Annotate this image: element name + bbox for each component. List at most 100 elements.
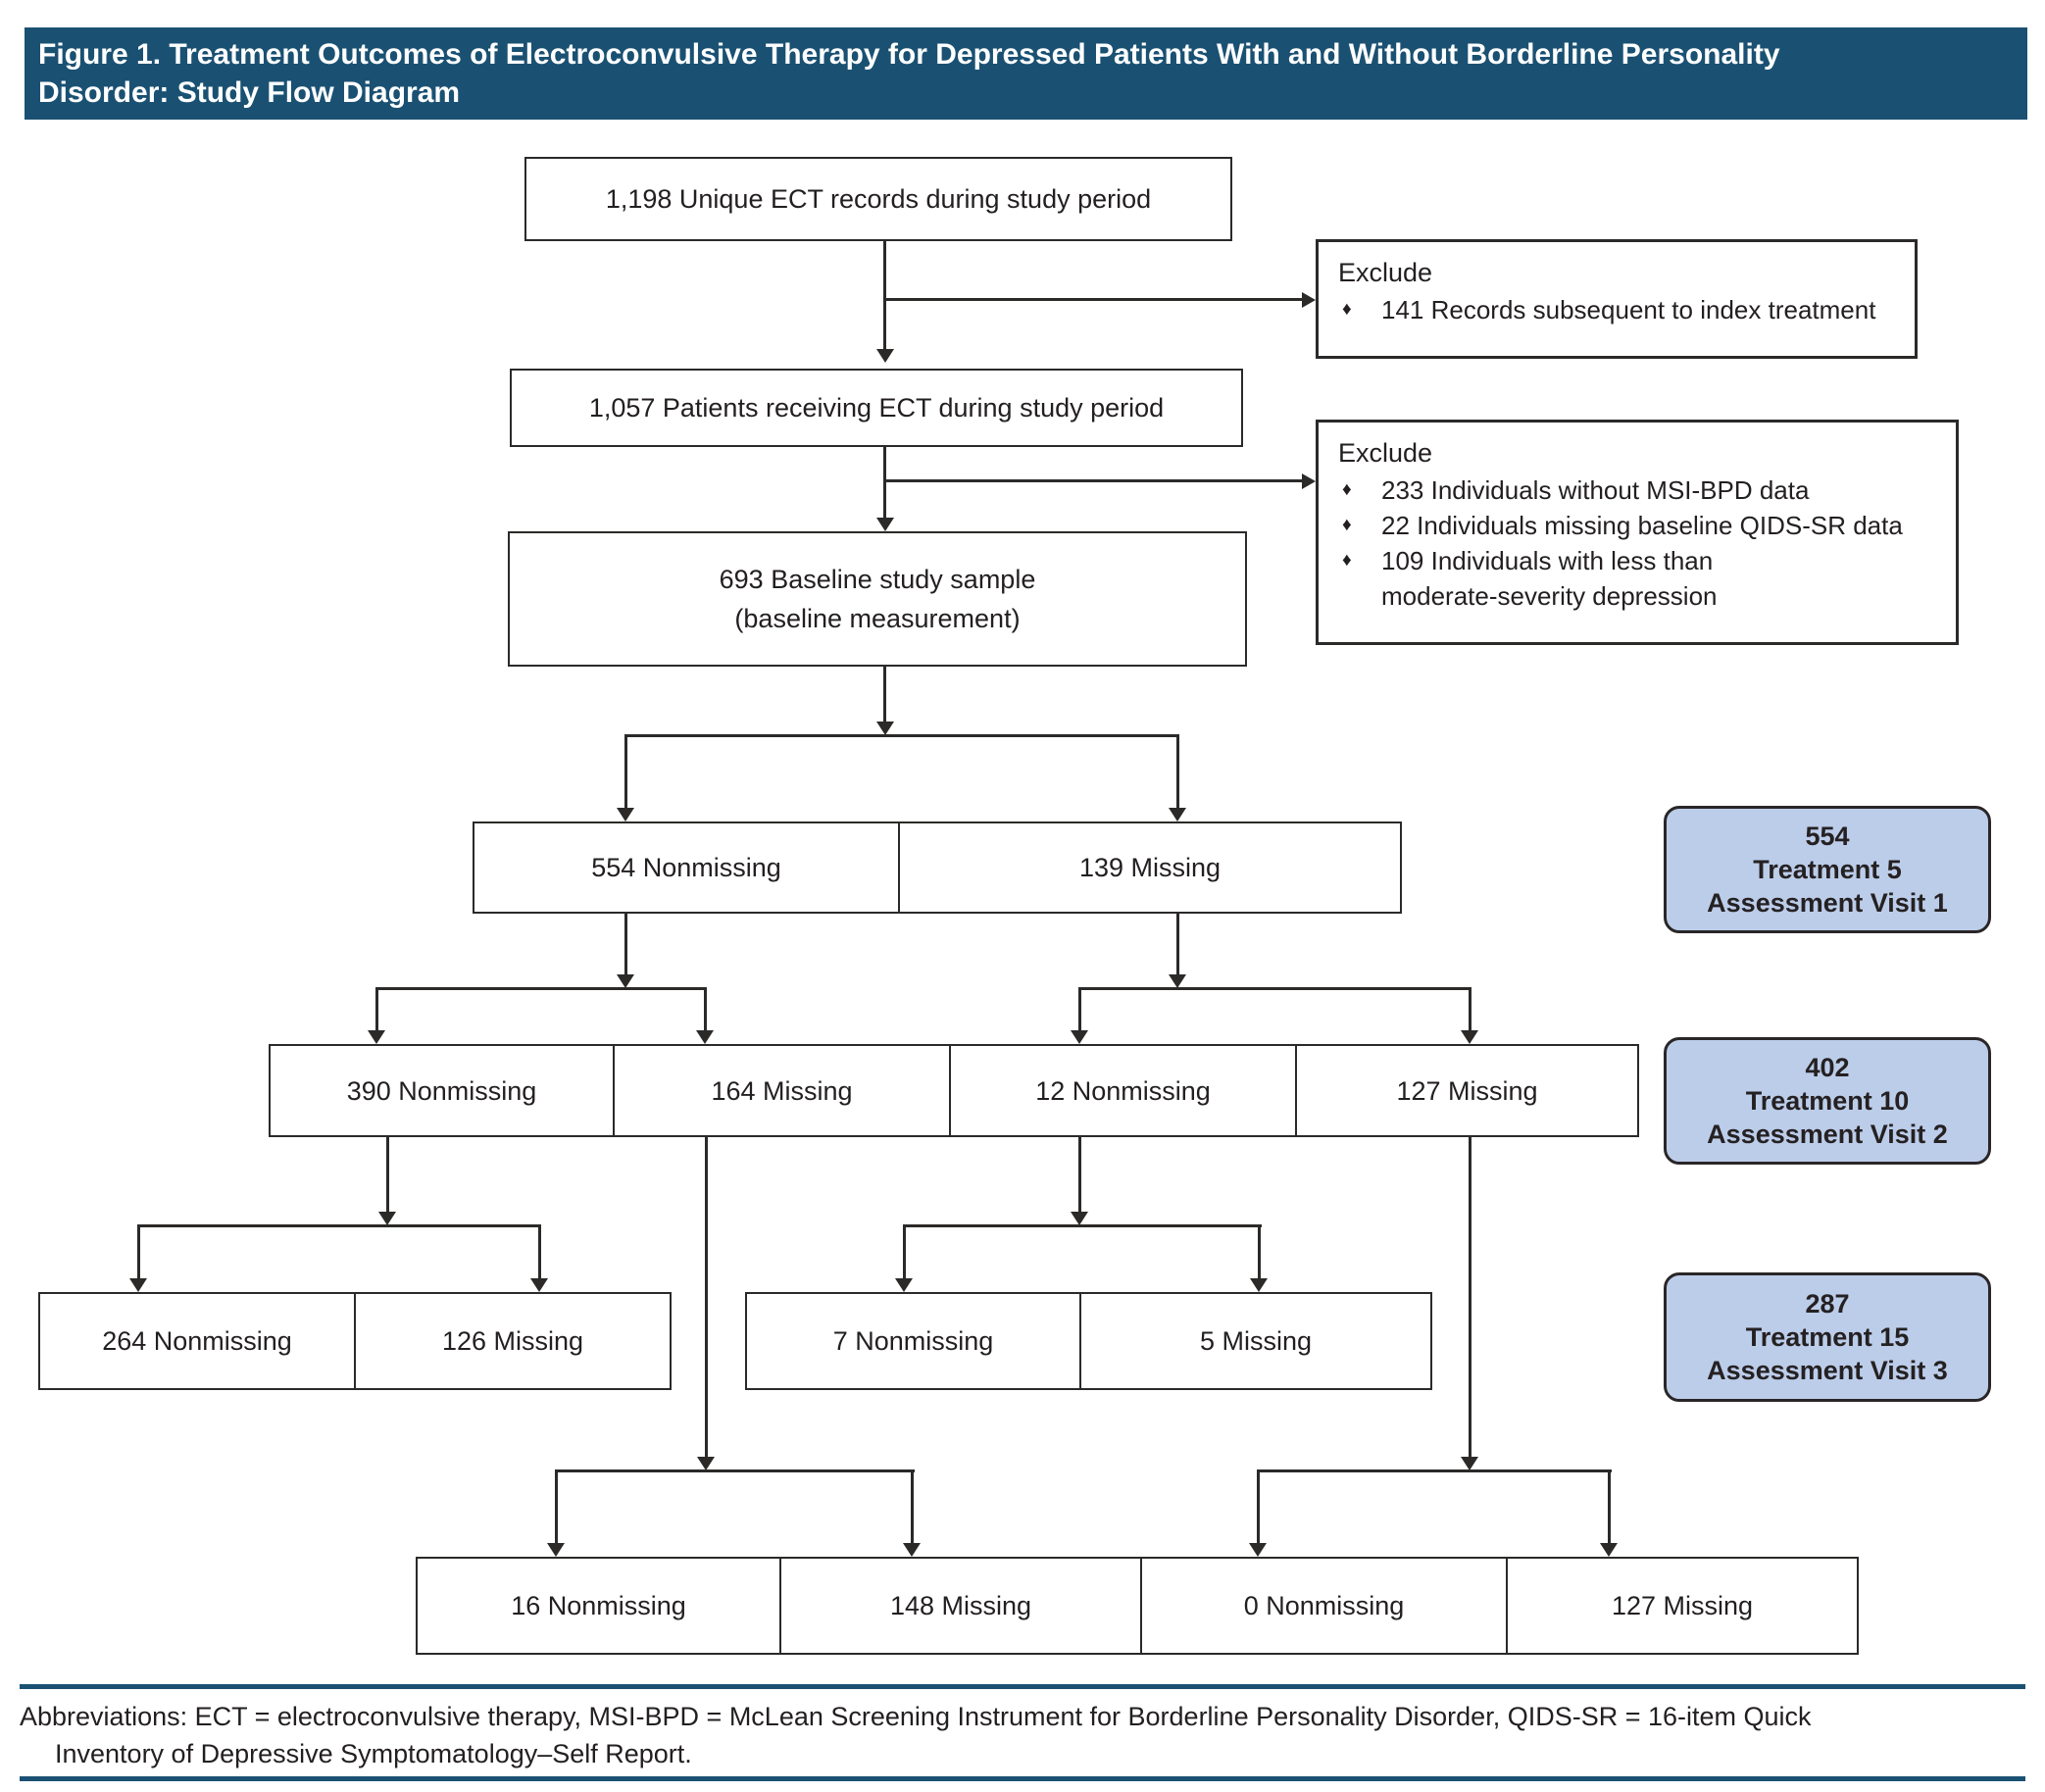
milestone-visit-2-count: 402 bbox=[1805, 1053, 1850, 1082]
diamond-bullet-icon: ♦ bbox=[1342, 479, 1352, 500]
connector bbox=[883, 241, 886, 349]
arrowhead bbox=[876, 518, 894, 531]
abbreviations-line1: Abbreviations: ECT = electroconvulsive t… bbox=[20, 1702, 1812, 1731]
box-16-nonmissing: 16 Nonmissing bbox=[416, 1557, 781, 1655]
arrowhead bbox=[1461, 1030, 1478, 1044]
connector bbox=[624, 734, 627, 808]
milestone-visit-3-treatment: Treatment 15 bbox=[1745, 1322, 1910, 1352]
exclude-1-heading: Exclude bbox=[1338, 258, 1433, 287]
arrowhead bbox=[697, 1457, 715, 1470]
arrowhead bbox=[1249, 1543, 1267, 1557]
flow-box-patients-receiving-ect: 1,057 Patients receiving ECT during stud… bbox=[510, 369, 1243, 447]
connector bbox=[1176, 914, 1179, 974]
flow-box-baseline-sample: 693 Baseline study sample (baseline meas… bbox=[508, 531, 1247, 667]
flow-box-unique-ect-records-label: 1,198 Unique ECT records during study pe… bbox=[605, 184, 1152, 214]
box-126-missing-label: 126 Missing bbox=[441, 1326, 584, 1356]
connector bbox=[137, 1224, 541, 1227]
connector bbox=[885, 298, 1302, 301]
exclude-2-item: ♦ 109 Individuals with less than moderat… bbox=[1338, 543, 1942, 614]
arrowhead bbox=[1302, 292, 1316, 308]
arrowhead bbox=[1071, 1030, 1088, 1044]
milestone-visit-1-treatment: Treatment 5 bbox=[1753, 855, 1902, 884]
milestone-visit-3-label: Assessment Visit 3 bbox=[1707, 1356, 1948, 1385]
abbreviations-line2: Inventory of Depressive Symptomatology–S… bbox=[55, 1739, 692, 1768]
milestone-visit-1-label: Assessment Visit 1 bbox=[1707, 888, 1948, 918]
arrowhead bbox=[895, 1278, 913, 1292]
arrowhead bbox=[617, 808, 634, 821]
footer-rule-top bbox=[20, 1684, 2025, 1689]
connector bbox=[1257, 1469, 1612, 1472]
connector bbox=[1258, 1224, 1261, 1278]
arrowhead bbox=[876, 722, 894, 735]
arrowhead bbox=[547, 1543, 565, 1557]
connector bbox=[903, 1224, 906, 1278]
arrowhead bbox=[1169, 808, 1186, 821]
milestone-visit-3: 287 Treatment 15 Assessment Visit 3 bbox=[1664, 1272, 1991, 1402]
exclude-1-item: ♦ 141 Records subsequent to index treatm… bbox=[1338, 292, 1901, 327]
box-264-nonmissing: 264 Nonmissing bbox=[38, 1292, 356, 1390]
exclude-2-heading: Exclude bbox=[1338, 438, 1433, 468]
footer-rule-bottom bbox=[20, 1776, 2025, 1781]
exclude-box-2: Exclude ♦ 233 Individuals without MSI-BP… bbox=[1316, 420, 1959, 645]
arrowhead bbox=[1169, 974, 1186, 988]
box-16-nonmissing-label: 16 Nonmissing bbox=[511, 1591, 686, 1620]
arrowhead bbox=[1461, 1457, 1478, 1470]
connector bbox=[386, 1137, 389, 1212]
connector bbox=[883, 667, 886, 722]
connector bbox=[624, 734, 1179, 737]
connector bbox=[705, 1137, 708, 1457]
milestone-visit-2-label: Assessment Visit 2 bbox=[1707, 1120, 1948, 1149]
diamond-bullet-icon: ♦ bbox=[1342, 550, 1352, 571]
box-164-missing-label: 164 Missing bbox=[711, 1075, 853, 1106]
box-0-nonmissing: 0 Nonmissing bbox=[1140, 1557, 1508, 1655]
connector bbox=[1257, 1469, 1260, 1543]
milestone-visit-2-treatment: Treatment 10 bbox=[1745, 1086, 1910, 1116]
connector bbox=[538, 1224, 541, 1278]
connector bbox=[555, 1469, 558, 1543]
connector bbox=[885, 479, 1302, 482]
connector bbox=[624, 914, 627, 974]
connector bbox=[137, 1224, 140, 1278]
flow-box-unique-ect-records: 1,198 Unique ECT records during study pe… bbox=[524, 157, 1232, 241]
box-127-missing-bottom: 127 Missing bbox=[1506, 1557, 1859, 1655]
connector bbox=[903, 1224, 1262, 1227]
box-126-missing: 126 Missing bbox=[354, 1292, 672, 1390]
connector bbox=[555, 1469, 915, 1472]
arrowhead bbox=[1071, 1212, 1088, 1225]
box-5-missing-label: 5 Missing bbox=[1199, 1326, 1313, 1356]
connector bbox=[1078, 987, 1471, 990]
box-554-nonmissing: 554 Nonmissing bbox=[473, 821, 900, 914]
connector bbox=[1608, 1469, 1611, 1543]
box-554-nonmissing-label: 554 Nonmissing bbox=[591, 853, 781, 882]
arrowhead bbox=[617, 974, 634, 988]
arrowhead bbox=[696, 1030, 714, 1044]
figure-title-line2: Disorder: Study Flow Diagram bbox=[38, 76, 461, 109]
connector bbox=[1469, 1137, 1471, 1457]
exclude-2-item-text: 233 Individuals without MSI-BPD data bbox=[1381, 475, 1810, 505]
connector bbox=[375, 987, 378, 1030]
milestone-visit-1: 554 Treatment 5 Assessment Visit 1 bbox=[1664, 806, 1991, 933]
exclude-box-1: Exclude ♦ 141 Records subsequent to inde… bbox=[1316, 239, 1918, 359]
box-7-nonmissing-label: 7 Nonmissing bbox=[832, 1326, 994, 1356]
flow-box-baseline-sample-line2: (baseline measurement) bbox=[734, 604, 1021, 633]
box-5-missing: 5 Missing bbox=[1079, 1292, 1432, 1390]
connector bbox=[1078, 987, 1081, 1030]
box-127-missing-bottom-label: 127 Missing bbox=[1611, 1591, 1754, 1620]
arrowhead bbox=[1302, 473, 1316, 489]
exclude-1-item-text: 141 Records subsequent to index treatmen… bbox=[1381, 295, 1876, 324]
arrowhead bbox=[1600, 1543, 1618, 1557]
box-139-missing-label: 139 Missing bbox=[1078, 853, 1222, 882]
arrowhead bbox=[378, 1212, 396, 1225]
box-390-nonmissing-label: 390 Nonmissing bbox=[346, 1075, 537, 1106]
box-12-nonmissing-label: 12 Nonmissing bbox=[1035, 1075, 1211, 1106]
arrowhead bbox=[1250, 1278, 1268, 1292]
box-148-missing-label: 148 Missing bbox=[889, 1591, 1032, 1620]
connector bbox=[704, 987, 707, 1030]
connector bbox=[1078, 1137, 1081, 1212]
arrowhead bbox=[530, 1278, 548, 1292]
box-7-nonmissing: 7 Nonmissing bbox=[745, 1292, 1081, 1390]
exclude-2-item: ♦ 233 Individuals without MSI-BPD data bbox=[1338, 473, 1942, 508]
flow-box-patients-receiving-ect-label: 1,057 Patients receiving ECT during stud… bbox=[588, 393, 1165, 423]
box-390-nonmissing: 390 Nonmissing bbox=[269, 1044, 615, 1137]
